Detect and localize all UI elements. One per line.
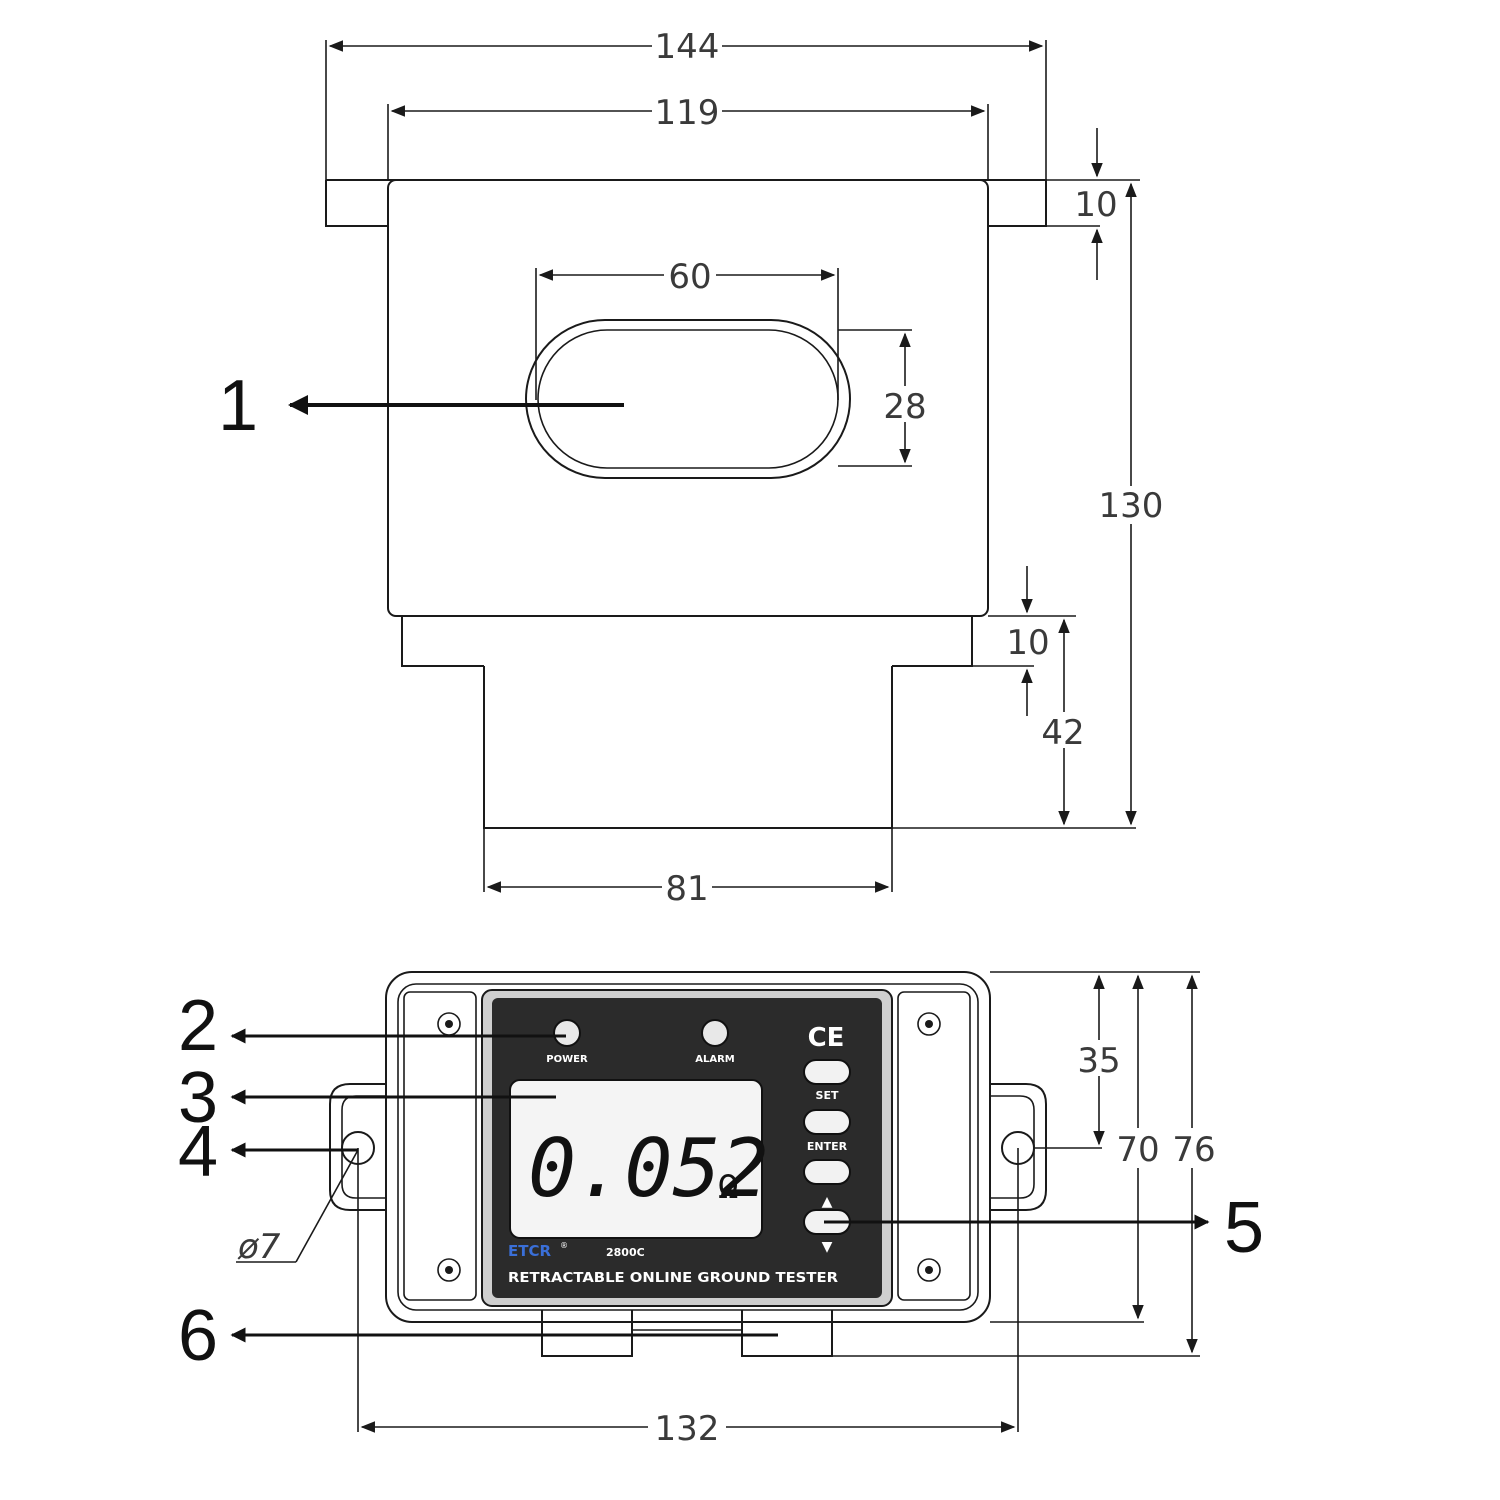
set-label: SET: [816, 1089, 839, 1102]
dim-70: 70: [1116, 1130, 1159, 1170]
lcd-unit: Ω: [718, 1167, 738, 1207]
bottom-tab-right: [741, 1310, 833, 1357]
power-led: [553, 1019, 581, 1047]
window-outer: [525, 319, 851, 479]
dim-76: 76: [1172, 1130, 1215, 1170]
dim-60: 60: [668, 257, 711, 297]
dim-130: 130: [1099, 486, 1164, 526]
window-inner: [537, 329, 839, 469]
mode-button[interactable]: [803, 1159, 851, 1185]
alarm-led: [701, 1019, 729, 1047]
product-name: RETRACTABLE ONLINE GROUND TESTER: [508, 1271, 838, 1286]
right-ear: [990, 1083, 1047, 1211]
middle-band: [401, 616, 973, 667]
housing-outer: [385, 971, 991, 1323]
dim-119: 119: [655, 93, 720, 133]
callout-1: 1: [218, 366, 258, 446]
dim-42: 42: [1041, 713, 1084, 753]
callout-3: 3: [178, 1058, 218, 1138]
dim-28: 28: [883, 387, 926, 427]
ce-mark: CE: [808, 1023, 845, 1053]
bottom-tab-left: [541, 1310, 633, 1357]
set-button[interactable]: [803, 1059, 851, 1085]
up-arrow-icon: ▲: [822, 1194, 833, 1210]
enter-label: ENTER: [807, 1140, 848, 1153]
dim-144: 144: [655, 27, 720, 67]
brand-registered: ®: [560, 1241, 568, 1250]
left-ear: [329, 1083, 386, 1211]
model-number: 2800C: [606, 1246, 645, 1259]
flange-outline: [325, 179, 1047, 227]
callout-6: 6: [178, 1296, 218, 1376]
front-view: POWER ALARM CE SET ENTER ▲ ▼ 0.052 Ω ETC…: [178, 971, 1264, 1449]
callout-2: 2: [178, 986, 218, 1066]
lcd-reading: 0.052: [528, 1122, 769, 1215]
dim-hole: ø7: [237, 1227, 281, 1267]
callout-4: 4: [178, 1112, 218, 1192]
dim-10-mid: 10: [1006, 623, 1049, 663]
dim-10-top: 10: [1074, 185, 1117, 225]
alarm-label: ALARM: [695, 1054, 735, 1065]
enter-button[interactable]: [803, 1109, 851, 1135]
dim-35: 35: [1077, 1041, 1120, 1081]
brand-logo: ETCR: [508, 1242, 551, 1260]
dim-132: 132: [655, 1409, 720, 1449]
callout-5: 5: [1224, 1188, 1264, 1268]
main-body: [387, 179, 989, 617]
top-view: 144 119 60 28 10 130 10: [218, 27, 1164, 909]
lower-neck: [483, 666, 893, 829]
power-label: POWER: [546, 1054, 588, 1065]
lcd-screen: [509, 1079, 763, 1239]
down-arrow-icon: ▼: [822, 1239, 833, 1255]
dim-81: 81: [665, 869, 708, 909]
